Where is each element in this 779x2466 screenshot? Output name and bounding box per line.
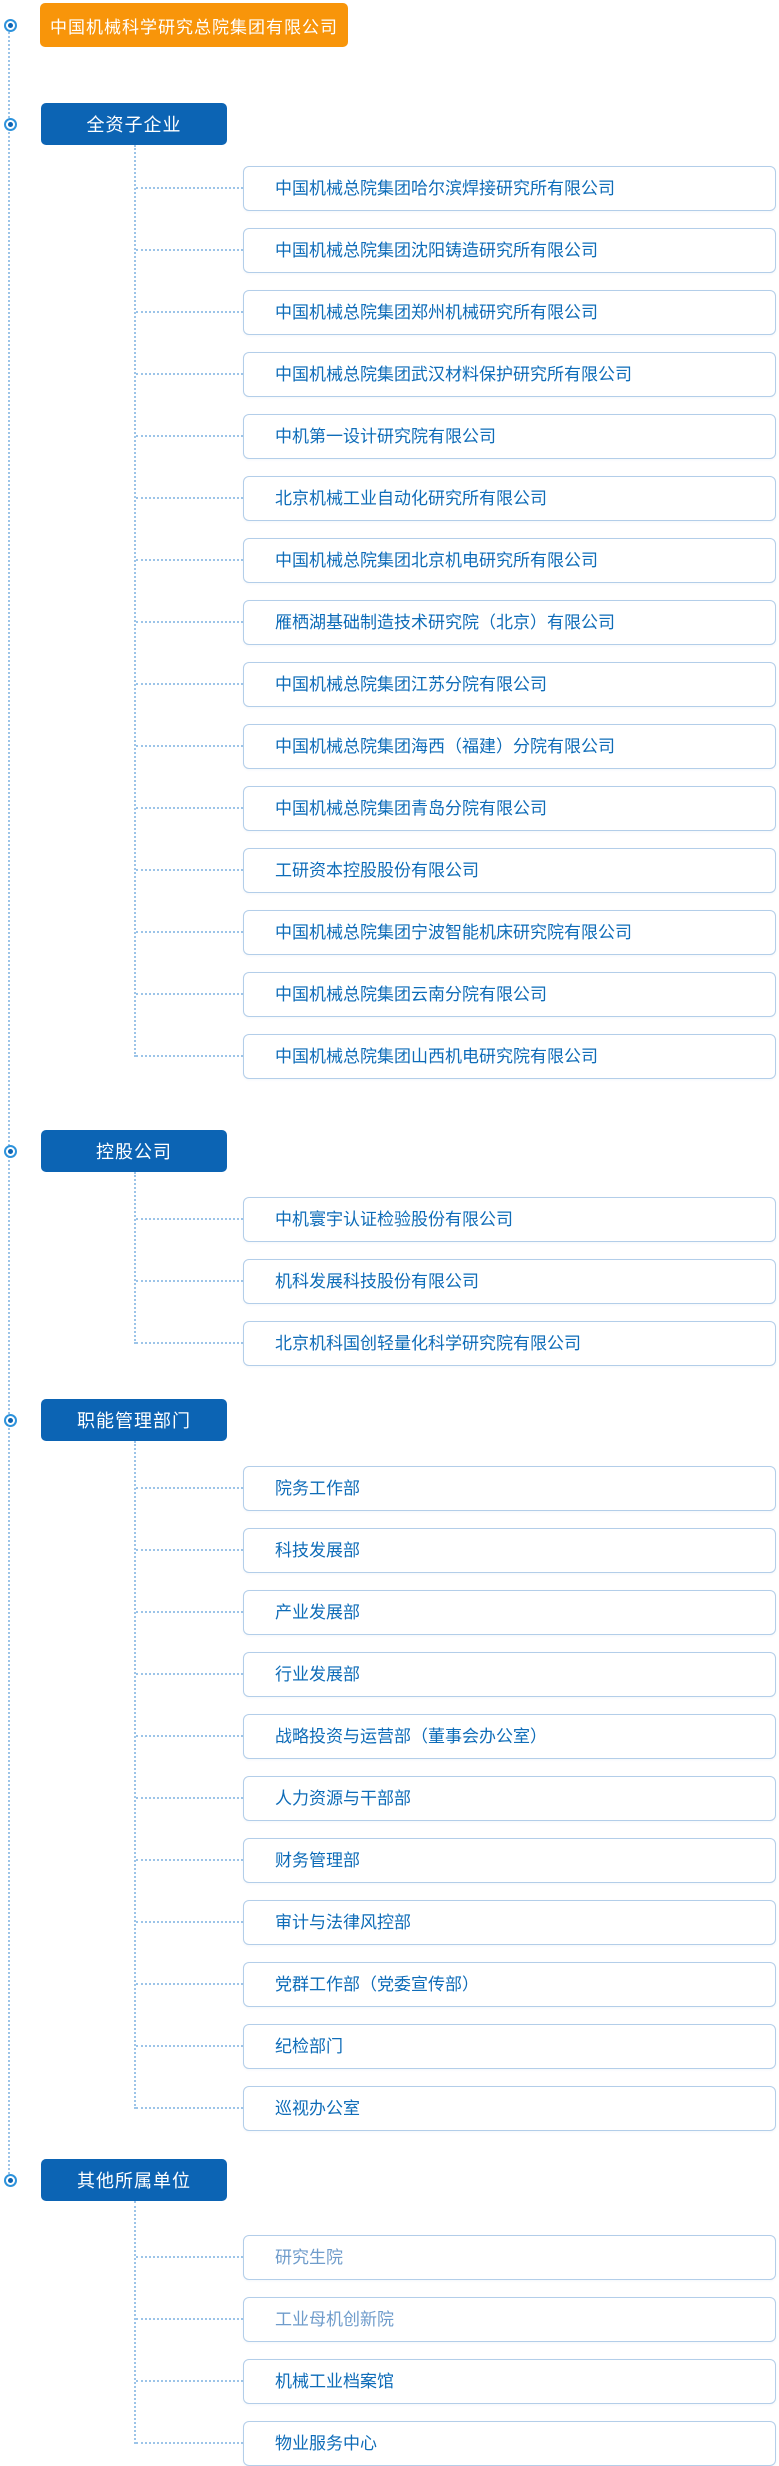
org-unit-label: 中机寰宇认证检验股份有限公司 (275, 1210, 513, 1229)
org-root-node[interactable]: 中国机械科学研究总院集团有限公司 (4, 3, 348, 47)
org-unit-item[interactable]: 院务工作部 (136, 1466, 776, 1511)
org-unit-item[interactable]: 工研资本控股股份有限公司 (136, 848, 776, 893)
org-unit-item[interactable]: 人力资源与干部部 (136, 1776, 776, 1821)
org-unit-label: 北京机械工业自动化研究所有限公司 (275, 489, 547, 508)
org-sections: 全资子企业 中国机械总院集团哈尔滨焊接研究所有限公司中国机械总院集团沈阳铸造研究… (0, 103, 779, 2466)
org-unit-item[interactable]: 中国机械总院集团北京机电研究所有限公司 (136, 538, 776, 583)
org-unit-label: 中国机械总院集团沈阳铸造研究所有限公司 (275, 241, 598, 260)
org-unit-label: 中国机械总院集团郑州机械研究所有限公司 (275, 303, 598, 322)
target-bullet-icon (4, 1144, 17, 1158)
org-unit-label: 中国机械总院集团宁波智能机床研究院有限公司 (275, 923, 632, 942)
section-header[interactable]: 职能管理部门 (4, 1399, 227, 1441)
org-unit-label: 研究生院 (275, 2248, 343, 2267)
org-unit-item[interactable]: 巡视办公室 (136, 2086, 776, 2131)
org-unit-item[interactable]: 行业发展部 (136, 1652, 776, 1697)
section-label: 其他所属单位 (77, 2171, 191, 2191)
org-unit-item[interactable]: 产业发展部 (136, 1590, 776, 1635)
section-items: 中国机械总院集团哈尔滨焊接研究所有限公司中国机械总院集团沈阳铸造研究所有限公司中… (134, 145, 776, 1079)
org-unit-item[interactable]: 科技发展部 (136, 1528, 776, 1573)
section-items: 研究生院工业母机创新院机械工业档案馆物业服务中心 (134, 2201, 776, 2466)
org-unit-item[interactable]: 中国机械总院集团武汉材料保护研究所有限公司 (136, 352, 776, 397)
org-unit-label: 党群工作部（党委宣传部） (275, 1975, 479, 1994)
org-unit-label: 中国机械总院集团云南分院有限公司 (275, 985, 547, 1004)
org-unit-label: 机科发展科技股份有限公司 (275, 1272, 479, 1291)
org-unit-label: 中国机械总院集团海西（福建）分院有限公司 (275, 737, 615, 756)
org-unit-label: 中机第一设计研究院有限公司 (275, 427, 496, 446)
org-unit-item[interactable]: 审计与法律风控部 (136, 1900, 776, 1945)
org-unit-item[interactable]: 战略投资与运营部（董事会办公室） (136, 1714, 776, 1759)
org-unit-label: 中国机械总院集团青岛分院有限公司 (275, 799, 547, 818)
section-header[interactable]: 控股公司 (4, 1130, 227, 1172)
org-unit-label: 中国机械总院集团北京机电研究所有限公司 (275, 551, 598, 570)
org-unit-label: 中国机械总院集团山西机电研究院有限公司 (275, 1047, 598, 1066)
section-header[interactable]: 其他所属单位 (4, 2159, 227, 2201)
section-items: 院务工作部科技发展部产业发展部行业发展部战略投资与运营部（董事会办公室） 人力资源… (134, 1441, 776, 2131)
org-unit-item[interactable]: 中国机械总院集团郑州机械研究所有限公司 (136, 290, 776, 335)
org-unit-item[interactable]: 中国机械总院集团沈阳铸造研究所有限公司 (136, 228, 776, 273)
org-unit-item[interactable]: 研究生院 (136, 2235, 776, 2280)
section-label: 全资子企业 (86, 115, 182, 135)
org-unit-item[interactable]: 中国机械总院集团云南分院有限公司 (136, 972, 776, 1017)
org-unit-item[interactable]: 中机第一设计研究院有限公司 (136, 414, 776, 459)
target-bullet-icon (4, 2173, 17, 2187)
target-bullet-icon (4, 1413, 17, 1427)
target-bullet-icon (4, 117, 17, 131)
org-unit-label: 北京机科国创轻量化科学研究院有限公司 (275, 1334, 581, 1353)
section-items: 中机寰宇认证检验股份有限公司机科发展科技股份有限公司北京机科国创轻量化科学研究院… (134, 1172, 776, 1366)
org-unit-item[interactable]: 中机寰宇认证检验股份有限公司 (136, 1197, 776, 1242)
org-unit-label: 中国机械总院集团武汉材料保护研究所有限公司 (275, 365, 632, 384)
org-unit-label: 巡视办公室 (275, 2099, 360, 2118)
org-unit-item[interactable]: 物业服务中心 (136, 2421, 776, 2466)
org-unit-item[interactable]: 工业母机创新院 (136, 2297, 776, 2342)
org-unit-label: 科技发展部 (275, 1541, 360, 1560)
org-root-label: 中国机械科学研究总院集团有限公司 (40, 3, 348, 47)
section-label: 职能管理部门 (77, 1411, 191, 1431)
org-unit-item[interactable]: 纪检部门 (136, 2024, 776, 2069)
org-unit-label: 工研资本控股股份有限公司 (275, 861, 479, 880)
org-unit-item[interactable]: 中国机械总院集团海西（福建）分院有限公司 (136, 724, 776, 769)
org-section: 控股公司 中机寰宇认证检验股份有限公司机科发展科技股份有限公司北京机科国创轻量化… (0, 1130, 779, 1366)
org-unit-label: 中国机械总院集团哈尔滨焊接研究所有限公司 (275, 179, 615, 198)
org-unit-label: 机械工业档案馆 (275, 2372, 394, 2391)
org-unit-item[interactable]: 中国机械总院集团宁波智能机床研究院有限公司 (136, 910, 776, 955)
org-unit-label: 人力资源与干部部 (275, 1789, 411, 1808)
org-unit-label: 财务管理部 (275, 1851, 360, 1870)
org-unit-item[interactable]: 机科发展科技股份有限公司 (136, 1259, 776, 1304)
org-unit-label: 中国机械总院集团江苏分院有限公司 (275, 675, 547, 694)
org-unit-item[interactable]: 中国机械总院集团江苏分院有限公司 (136, 662, 776, 707)
org-unit-item[interactable]: 中国机械总院集团青岛分院有限公司 (136, 786, 776, 831)
target-bullet-icon (4, 18, 17, 32)
section-label: 控股公司 (96, 1142, 172, 1162)
org-section: 职能管理部门 院务工作部科技发展部产业发展部行业发展部战略投资与运营部（董事会办… (0, 1399, 779, 2131)
org-unit-item[interactable]: 党群工作部（党委宣传部） (136, 1962, 776, 2007)
org-unit-label: 产业发展部 (275, 1603, 360, 1622)
org-unit-item[interactable]: 财务管理部 (136, 1838, 776, 1883)
spine-connector-line (8, 25, 10, 2182)
org-unit-item[interactable]: 中国机械总院集团山西机电研究院有限公司 (136, 1034, 776, 1079)
org-unit-label: 院务工作部 (275, 1479, 360, 1498)
org-unit-item[interactable]: 机械工业档案馆 (136, 2359, 776, 2404)
org-unit-label: 审计与法律风控部 (275, 1913, 411, 1932)
org-unit-label: 工业母机创新院 (275, 2310, 394, 2329)
org-unit-item[interactable]: 中国机械总院集团哈尔滨焊接研究所有限公司 (136, 166, 776, 211)
org-section: 其他所属单位 研究生院工业母机创新院机械工业档案馆物业服务中心 (0, 2159, 779, 2466)
org-unit-label: 行业发展部 (275, 1665, 360, 1684)
org-unit-item[interactable]: 雁栖湖基础制造技术研究院（北京）有限公司 (136, 600, 776, 645)
org-section: 全资子企业 中国机械总院集团哈尔滨焊接研究所有限公司中国机械总院集团沈阳铸造研究… (0, 103, 779, 1079)
org-unit-label: 雁栖湖基础制造技术研究院（北京）有限公司 (275, 613, 615, 632)
org-unit-label: 战略投资与运营部（董事会办公室） (275, 1727, 547, 1746)
org-unit-item[interactable]: 北京机科国创轻量化科学研究院有限公司 (136, 1321, 776, 1366)
org-unit-label: 纪检部门 (275, 2037, 343, 2056)
org-unit-label: 物业服务中心 (275, 2434, 377, 2453)
section-header[interactable]: 全资子企业 (4, 103, 227, 145)
org-unit-item[interactable]: 北京机械工业自动化研究所有限公司 (136, 476, 776, 521)
